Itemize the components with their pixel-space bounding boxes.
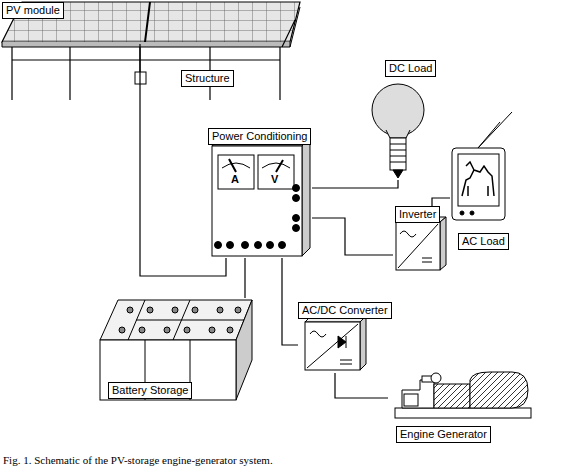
converter-box: [305, 316, 366, 370]
light-bulb: [372, 84, 424, 178]
component-node: PV module: [0, 0, 300, 44]
component-label: AC/DC Converter: [298, 302, 392, 319]
pv-panel: [2, 2, 300, 100]
component-label: Inverter: [395, 206, 440, 223]
wire-line: [312, 218, 393, 255]
wire-line: [335, 373, 388, 398]
tv-set: [452, 112, 512, 220]
component-node: Inverter: [393, 206, 443, 272]
engine-generator: [395, 372, 531, 418]
wire: [432, 198, 450, 206]
wire-line: [282, 258, 298, 345]
component-label: Power Conditioning: [208, 128, 311, 145]
component-label: DC Load: [385, 60, 436, 77]
wire: [282, 258, 298, 345]
meter-letter: V: [271, 173, 278, 185]
battery-bank: [100, 300, 252, 400]
component-label: Engine Generator: [396, 426, 491, 443]
component-node: Power Conditioning: [206, 128, 312, 258]
meter-letter: A: [231, 173, 239, 185]
inverter-box: [396, 217, 446, 270]
component-node: AC Load: [450, 105, 522, 250]
component-node: Engine Generator: [388, 360, 533, 445]
component-node: DC Load: [370, 60, 437, 180]
wire: [335, 373, 388, 398]
wire: [312, 218, 393, 255]
power-conditioning-box: [212, 138, 310, 256]
component-label: Structure: [181, 70, 234, 87]
component-node: Battery Storage: [98, 298, 254, 404]
wire-line: [244, 258, 245, 298]
wire: [245, 258, 246, 298]
component-label: AC Load: [458, 233, 509, 250]
wire-line: [432, 198, 450, 206]
component-node: AC/DC Converter: [298, 302, 392, 373]
figure-caption: Fig. 1. Schematic of the PV-storage engi…: [3, 454, 273, 467]
wire: [312, 180, 398, 188]
wire-line: [312, 180, 398, 188]
component-node: Structure: [181, 70, 234, 87]
component-label: Battery Storage: [108, 382, 192, 399]
component-label: PV module: [2, 2, 64, 19]
